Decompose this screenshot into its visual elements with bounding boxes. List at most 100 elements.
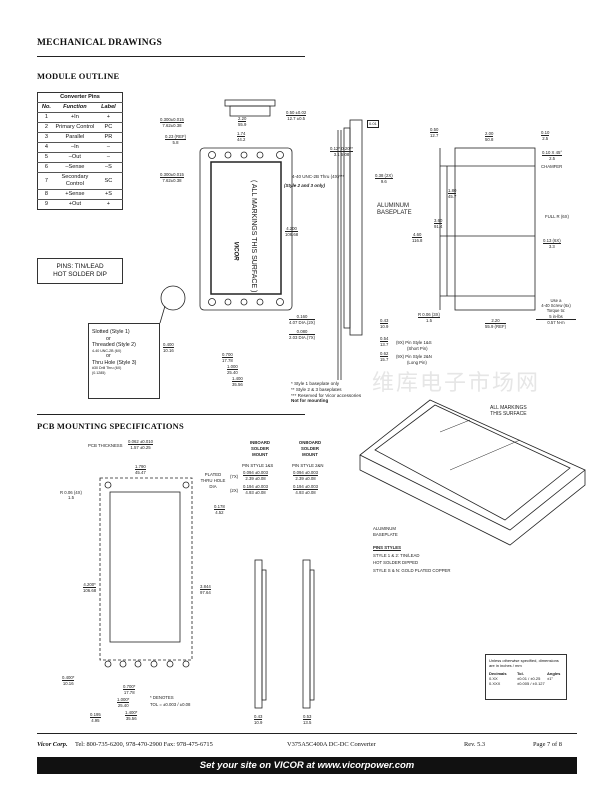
dim-mm: 50.8	[485, 137, 494, 142]
pin-style-short: (9X) Pin Style 1&S	[396, 340, 432, 345]
dim-in: 0.10 X 45°	[542, 150, 563, 156]
module-top-profile	[224, 99, 276, 107]
dim-mm: 25.40	[117, 703, 129, 708]
pcb-thickness-label: PCB THICKNESS	[88, 443, 123, 448]
dim-mm: 35.56	[232, 382, 243, 387]
table-row: 6–Sense–S	[37, 162, 123, 173]
dim-mm: 116.8	[412, 238, 423, 243]
dim-in: 4.200*	[83, 582, 97, 588]
dim-mm: 25.40	[227, 370, 238, 375]
dim-mm: 5.8	[172, 140, 179, 145]
dim-in: 2.20	[238, 116, 247, 122]
footer-divider	[37, 733, 577, 734]
dim-mm: 10.16	[62, 681, 74, 686]
dim-in: 0.10	[541, 130, 550, 136]
baseplate-view	[454, 147, 536, 311]
pins-note-line: PINS: TIN/LEAD	[56, 263, 104, 270]
dim-in: 0.62	[380, 351, 389, 357]
dim-in: 0.062 ±0.010	[128, 439, 154, 445]
thru-spec: #30 Drill Thru (6X)	[92, 366, 122, 370]
notes: * Style 1 baseplate only** Style 2 & 3 b…	[291, 381, 361, 404]
banner-text[interactable]: Set your site on VICOR at www.vicorpower…	[199, 760, 415, 771]
table-cell: –In	[54, 142, 95, 153]
pcb-dim: 4.200*106.68	[83, 582, 97, 593]
legend-line: STYLE 1 & 2: TIN/LEAD	[373, 552, 420, 558]
dim-in: 0.194 ±0.003	[243, 484, 269, 490]
dim-mm: 4.93 ±0.08	[245, 490, 266, 495]
note: *** Reserved for Vicor accessories	[291, 392, 362, 398]
table-cell: +Sense	[54, 189, 95, 200]
dim-in: 0.300±0.015	[160, 172, 184, 178]
col-header: Angles	[547, 671, 561, 676]
dim-mm: 7.62±0.38	[162, 178, 182, 183]
table-cell: 6	[37, 162, 55, 173]
dim-in: 0.13 (6X)	[543, 238, 561, 244]
table-title: Converter Pins	[60, 94, 100, 100]
dim-in: 3.844	[200, 584, 211, 590]
heading-line: ONBOARD	[298, 440, 322, 445]
dim-in: 2.00	[485, 131, 494, 137]
dim-mm: 1.57 ±0.25	[130, 445, 151, 450]
banner[interactable]: Set your site on VICOR at www.vicorpower…	[37, 757, 577, 774]
dim-mm: 15.7	[380, 357, 389, 362]
dim-in: 0.400*	[62, 675, 75, 681]
note: Not for mounting	[291, 398, 329, 404]
dim-in: 0.50	[430, 127, 439, 133]
dim-in: 0.43	[254, 714, 263, 720]
table-cell: +Out	[54, 199, 95, 210]
dim-in: 0.194 ±0.003	[293, 484, 319, 490]
section-title: MECHANICAL DRAWINGS	[37, 38, 162, 48]
dim-in: 0.54	[380, 336, 389, 342]
dim-mm: 4.93 ±0.08	[295, 490, 316, 495]
table-cell: 5	[37, 152, 55, 163]
thread-label: 4-40 UNC-2B Thru (4X)***	[292, 174, 345, 179]
tolerance-note: TOL = ±0.003 / ±0.08	[150, 702, 191, 707]
table-cell: Primary Control	[54, 122, 95, 133]
inboard-side-view	[254, 559, 263, 709]
note: * Style 1 baseplate only	[291, 381, 340, 386]
pcb-dim: 1.400*35.56	[125, 710, 138, 721]
table-row: 5–Out–	[37, 152, 123, 163]
watermark: 维库电子市场网	[372, 371, 541, 396]
page-number: Page 7 of 8	[533, 741, 562, 748]
dim-mm: 3.3	[548, 244, 555, 249]
dim-in: 0.400	[163, 342, 174, 348]
table-row: 1+In+	[37, 112, 123, 123]
mounting-style-callout: Slotted (Style 1) or Threaded (Style 2) …	[88, 323, 160, 399]
screw-note-line: 0.57 N-m	[547, 319, 565, 325]
table-cell: +S	[94, 189, 123, 200]
qty-7x: (7X)	[230, 474, 239, 479]
dim-in: 3.60	[434, 218, 443, 224]
style-slotted: Slotted (Style 1)	[92, 329, 130, 335]
dim-mm: 10.9	[254, 720, 263, 725]
company: Vicor Corp.	[37, 741, 68, 748]
dim-mm: 9.6	[380, 179, 387, 184]
heading-line: INBOARD	[249, 440, 271, 445]
dim-in: 0.23 (REF)	[165, 134, 187, 140]
dimension: 0.23 (REF)5.8	[165, 134, 187, 145]
table-cell: 2	[37, 122, 55, 133]
table-cell: 3	[37, 132, 55, 143]
label-line: THIS SURFACE	[490, 411, 527, 417]
table-cell: 4	[37, 142, 55, 153]
dim-mm: 35.56	[125, 716, 137, 721]
table-row: 8+Sense+S	[37, 189, 123, 200]
label-line: DIA	[209, 484, 217, 489]
table-cell: 8	[37, 189, 55, 200]
table-cell: 7	[37, 172, 55, 190]
legend-line: HOT SOLDER DIPPED	[373, 560, 419, 565]
table-cell: –Sense	[54, 162, 95, 173]
